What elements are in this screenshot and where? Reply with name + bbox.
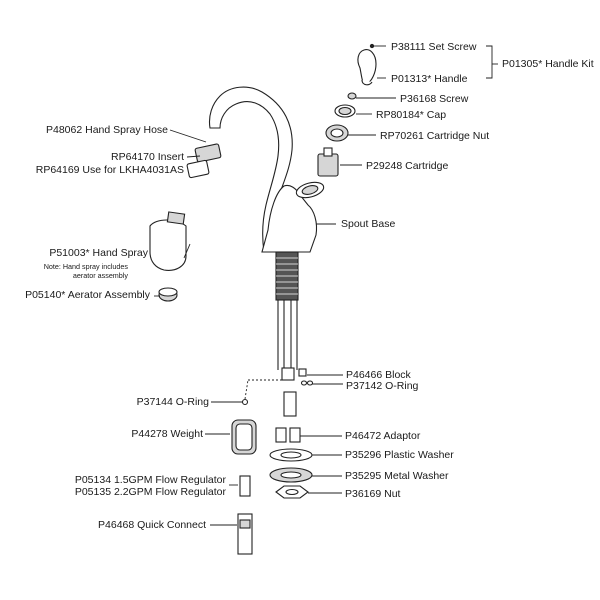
label-p35296-plastic-washer: P35296 Plastic Washer — [345, 449, 454, 461]
hand-spray-part — [149, 219, 187, 271]
cartridge-part — [317, 153, 339, 177]
handle-lip — [361, 79, 373, 86]
label-p46466-block: P46466 Block — [346, 369, 411, 381]
adaptor-right — [289, 427, 301, 443]
weight-inner — [235, 423, 253, 451]
spray-connector — [166, 211, 186, 225]
label-p35295-metal-washer: P35295 Metal Washer — [345, 470, 449, 482]
metal-washer-hole — [280, 471, 302, 479]
cartridge-stack — [317, 92, 357, 177]
label-rp64169-variant: RP64169 Use for LKHA4031AS — [35, 164, 184, 176]
label-p36168-screw: P36168 Screw — [400, 93, 469, 105]
faucet-body — [208, 86, 325, 253]
screw-part — [347, 92, 357, 100]
label-p01313-handle: P01313* Handle — [391, 73, 468, 85]
fitting — [283, 391, 297, 417]
insert-coupler — [186, 159, 210, 179]
note-line-2: aerator assembly — [72, 271, 128, 280]
label-p37142-o-ring: P37142 O-Ring — [346, 380, 419, 392]
label-spout-base: Spout Base — [341, 218, 396, 230]
hand-spray-group — [149, 211, 187, 302]
o-ring-b — [306, 380, 314, 386]
label-p29248-cartridge: P29248 Cartridge — [366, 160, 449, 172]
label-p44278-weight: P44278 Weight — [131, 428, 203, 440]
o-ring-small — [241, 398, 249, 406]
quick-connect-band — [239, 519, 251, 529]
mounting-shank — [275, 251, 299, 417]
cap-inner — [338, 106, 352, 116]
label-p01305-handle-kit: P01305* Handle Kit — [502, 58, 594, 70]
hose-insert — [186, 143, 222, 179]
cartridge-nut-hole — [330, 128, 344, 138]
spout-base — [261, 184, 318, 253]
label-rp70261-cartridge-nut: RP70261 Cartridge Nut — [380, 130, 490, 142]
label-p36169-nut: P36169 Nut — [345, 488, 401, 500]
aerator-top — [158, 287, 178, 297]
insert-part — [194, 143, 222, 163]
label-rp64170-insert: RP64170 Insert — [111, 151, 184, 163]
lower-assembly — [231, 398, 257, 555]
handle-kit — [357, 43, 377, 86]
o-ring-a — [300, 380, 308, 386]
label-p05134-flow-regulator: P05134 1.5GPM Flow Regulator — [74, 474, 226, 486]
thread-lines — [276, 257, 298, 295]
label-p05140-aerator-assembly: P05140* Aerator Assembly — [25, 289, 150, 301]
label-rp80184-cap: RP80184* Cap — [376, 109, 447, 121]
adaptor-washers — [269, 427, 313, 499]
nut-hole — [285, 488, 299, 496]
label-p05135-flow-regulator: P05135 2.2GPM Flow Regulator — [74, 486, 226, 498]
cartridge-stem — [323, 147, 333, 157]
handle-socket-inner — [301, 185, 319, 195]
block-body — [281, 367, 295, 381]
label-p51003-hand-spray: P51003* Hand Spray — [49, 247, 148, 259]
adaptor-left — [275, 427, 287, 443]
label-p48062-hand-spray-hose: P48062 Hand Spray Hose — [46, 124, 168, 136]
label-p46468-quick-connect: P46468 Quick Connect — [98, 519, 206, 531]
note-line-1: Note: Hand spray includes — [43, 262, 128, 271]
label-p46472-adaptor: P46472 Adaptor — [345, 430, 421, 442]
label-p38111-set-screw: P38111 Set Screw — [391, 41, 477, 53]
block-orings — [298, 368, 314, 386]
leader-lines — [154, 45, 498, 526]
handle-part — [357, 49, 377, 85]
flow-regulator-part — [239, 475, 251, 497]
label-p37144-o-ring: P37144 O-Ring — [136, 396, 209, 408]
block-part — [298, 368, 307, 377]
set-screw-part — [369, 43, 375, 49]
plastic-washer-hole — [280, 451, 302, 459]
